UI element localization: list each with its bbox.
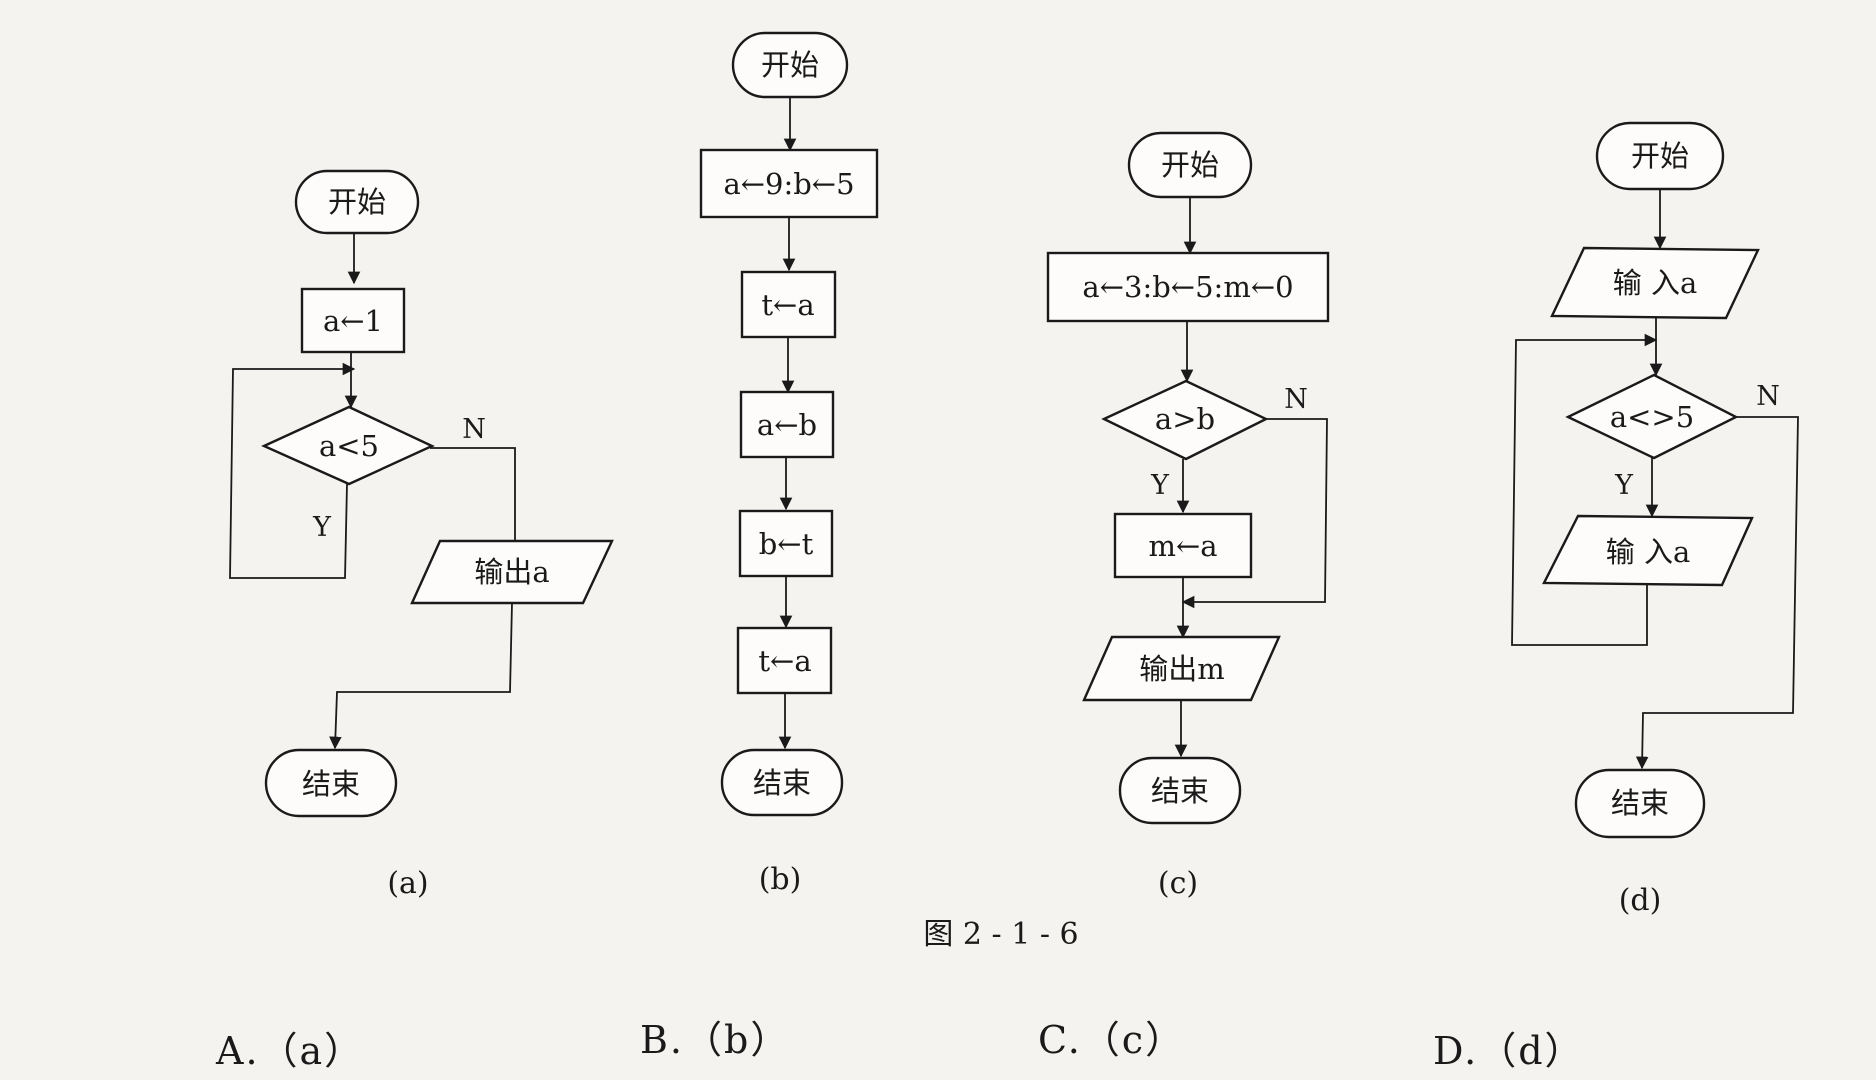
end-terminal [720,748,844,817]
connector [329,602,513,750]
start-terminal [1595,121,1725,191]
option-d: D.（d） [1433,1029,1585,1073]
start-label: 开始 [761,48,819,82]
start-label: 开始 [328,185,386,219]
end-terminal [1118,756,1242,825]
no-branch-connector [1635,416,1799,770]
no-label: N [1284,384,1308,415]
output-label: 输出a [474,555,549,589]
caption-d: (d) [1619,883,1662,918]
input-parallelogram-1 [1550,246,1760,320]
no-label: N [1756,381,1780,412]
assign-label-5: t←a [758,644,811,678]
output-parallelogram [410,539,614,605]
assign-box-2 [1113,512,1253,579]
figure-caption: 图 2 - 1 - 6 [923,917,1078,952]
condition-diamond [261,405,435,486]
flowchart-c: 开始 a←3:b←5:m←0 a>b Y N m←a 输出m 结束 (c) [1046,131,1330,901]
assign-box-1 [699,148,879,219]
loop-connector [1511,333,1658,646]
flowchart-a: 开始 a←1 a<5 Y N 输出a 结束 (a) [229,169,614,901]
condition-label: a<>5 [1610,400,1694,434]
assign-box-3 [739,390,835,459]
no-branch-connector [1181,418,1328,609]
caption-b: (b) [759,862,802,897]
end-terminal [1574,768,1706,839]
assign-label-4: b←t [759,527,814,561]
start-terminal [1127,131,1253,199]
yes-label: Y [1614,470,1634,501]
end-terminal [264,748,398,818]
option-b: B.（b） [640,1018,790,1062]
assign-label-3: a←b [757,408,817,442]
assign-label: a←1 [323,304,383,338]
end-label: 结束 [1151,774,1209,808]
assign-label-1: a←9:b←5 [723,167,854,201]
start-label: 开始 [1161,148,1219,182]
no-branch-connector [430,447,516,541]
end-label: 结束 [1611,786,1669,820]
yes-label: Y [312,512,332,543]
option-c: C.（c） [1038,1018,1185,1062]
condition-diamond [1101,379,1269,461]
flowchart-b: 开始 a←9:b←5 t←a a←b b←t t←a 结束 (b) [699,31,879,897]
condition-label: a<5 [319,429,379,463]
loop-connector [229,362,356,579]
output-label: 输出m [1139,652,1225,686]
flowchart-d: 开始 输 入a a<>5 Y N 输 入a 结束 (d) [1511,121,1799,918]
assign-box-2 [740,270,837,339]
start-terminal [731,31,849,99]
yes-label: Y [1150,470,1170,501]
assign-label-2: m←a [1148,529,1217,563]
start-terminal [294,169,420,235]
assign-box [300,287,406,354]
assign-box-5 [736,626,833,695]
option-a: A.（a） [215,1029,364,1073]
condition-diamond [1565,373,1739,460]
start-label: 开始 [1631,139,1689,173]
no-label: N [462,414,486,445]
assign-box [1046,251,1330,323]
input-label-2: 输 入a [1606,535,1691,569]
condition-label: a>b [1155,402,1215,436]
end-label: 结束 [302,767,360,801]
output-parallelogram [1082,635,1281,702]
input-parallelogram-2 [1542,514,1754,587]
end-label: 结束 [753,766,811,800]
assign-label-2: t←a [761,288,814,322]
caption-c: (c) [1158,866,1198,901]
assign-label: a←3:b←5:m←0 [1082,270,1293,304]
caption-a: (a) [387,866,428,901]
assign-box-4 [738,509,834,578]
input-label-1: 输 入a [1613,266,1698,300]
